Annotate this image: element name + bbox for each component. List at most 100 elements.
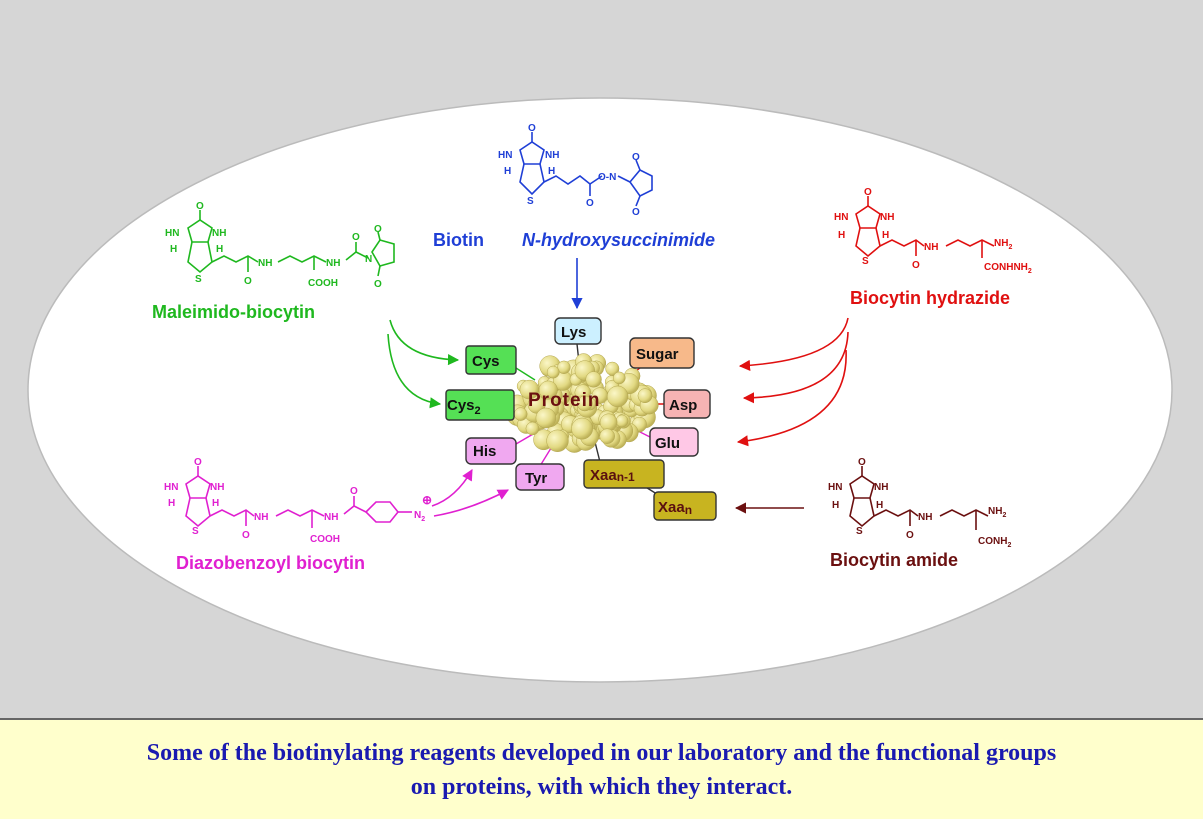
diazo-o-benzoyl: O <box>350 486 358 497</box>
protein-bead <box>613 371 626 385</box>
tag-xaan: Xaan <box>653 491 717 521</box>
maleimido-arrow-cys <box>389 319 460 366</box>
protein-bead <box>637 388 653 404</box>
protein-bead <box>576 395 593 412</box>
amide-o-carbonyl: O <box>906 530 914 541</box>
diazo-h-left: H <box>168 498 175 509</box>
tag-his: His <box>465 437 517 465</box>
caption-panel: Some of the biotinylating reagents devel… <box>0 718 1203 819</box>
tag-cys: Cys <box>465 345 517 375</box>
protein-bead <box>513 407 528 421</box>
hydrazide-conhnh2: CONHNH2 <box>984 262 1032 275</box>
protein-bead <box>525 421 540 436</box>
biotin-nhs-nh: NH <box>545 150 559 161</box>
diazo-nh-amide: NH <box>254 512 268 523</box>
svg-text:Sugar: Sugar <box>636 346 679 363</box>
maleimido-o-amide: O <box>352 232 360 243</box>
hydrazide-label: Biocytin hydrazide <box>850 288 1010 308</box>
hydrazide-arrow-asp <box>742 331 849 404</box>
protein-bead <box>546 429 569 452</box>
protein-bead <box>546 365 560 379</box>
diazo-o-top: O <box>194 457 202 468</box>
biotin-nhs-o-ring-bottom: O <box>632 207 640 218</box>
svg-text:His: His <box>473 443 496 460</box>
hydrazide-h-left: H <box>838 230 845 241</box>
maleimido-o-ring-bottom: O <box>374 279 382 290</box>
svg-text:Xaan: Xaan <box>658 499 692 517</box>
maleimido-o-top: O <box>196 201 204 212</box>
diazo-arrow-his <box>431 469 473 507</box>
biotin-nhs-structure <box>519 132 653 207</box>
hydrazide-nh-amide: NH <box>924 242 938 253</box>
protein-bead <box>519 379 540 400</box>
biotin-nhs-hn: HN <box>498 150 512 161</box>
hydrazide-arrow-glu <box>736 349 847 447</box>
diazo-arrow-tyr <box>433 489 509 517</box>
hydrazide-arrow-sugar <box>738 317 849 371</box>
tag-sugar: Sugar <box>629 337 695 369</box>
diazo-structure <box>185 466 412 528</box>
maleimido-h-right: H <box>216 244 223 255</box>
diazo-h-right: H <box>212 498 219 509</box>
protein-blob <box>506 353 659 453</box>
amide-label: Biocytin amide <box>830 550 958 570</box>
amide-h-right: H <box>876 500 883 511</box>
biotin-nhs-oxn: O-N <box>598 172 616 183</box>
diazo-n2: N2 <box>414 510 425 523</box>
hydrazide-s: S <box>862 256 869 267</box>
amide-hn: HN <box>828 482 842 493</box>
diazo-nh-2: NH <box>324 512 338 523</box>
maleimido-cooh: COOH <box>308 278 338 289</box>
maleimido-hn: HN <box>165 228 179 239</box>
maleimido-h-left: H <box>170 244 177 255</box>
hydrazide-structure <box>855 196 995 258</box>
maleimido-arrow-cys2 <box>387 333 442 409</box>
hydrazide-nh: NH <box>880 212 894 223</box>
tag-glu: Glu <box>649 427 699 457</box>
maleimido-nh: NH <box>212 228 226 239</box>
svg-text:Glu: Glu <box>655 435 680 452</box>
svg-text:Xaan-1: Xaan-1 <box>590 467 635 484</box>
diazo-label: Diazobenzoyl biocytin <box>176 553 365 573</box>
caption-line-1: Some of the biotinylating reagents devel… <box>146 739 1057 766</box>
hydrazide-o-top: O <box>864 187 872 198</box>
svg-text:Cys: Cys <box>472 353 500 370</box>
biotin-label: Biotin <box>433 230 484 250</box>
amide-nh2: NH2 <box>988 506 1006 519</box>
diazo-cooh: COOH <box>310 534 340 545</box>
hydrazide-h-right: H <box>882 230 889 241</box>
amide-s: S <box>856 526 863 537</box>
biotin-nhs-s: S <box>527 196 534 207</box>
maleimido-o-ring-top: O <box>374 224 382 235</box>
maleimido-nh-amide: NH <box>258 258 272 269</box>
amide-h-left: H <box>832 500 839 511</box>
hydrazide-hn: HN <box>834 212 848 223</box>
nhs-label: N-hydroxysuccinimide <box>522 230 715 250</box>
maleimido-structure <box>187 210 395 277</box>
protein-bead <box>606 385 629 408</box>
tag-tyr: Tyr <box>515 463 565 491</box>
hydrazide-o-carbonyl: O <box>912 260 920 271</box>
amide-nh-amide: NH <box>918 512 932 523</box>
amide-conh2: CONH2 <box>978 536 1011 549</box>
svg-text:Tyr: Tyr <box>525 470 547 487</box>
maleimido-o-carbonyl: O <box>244 276 252 287</box>
biotin-nhs-o-carbonyl: O <box>586 198 594 209</box>
diazo-o-carbonyl: O <box>242 530 250 541</box>
hydrazide-nh2: NH2 <box>994 238 1012 251</box>
amide-o-top: O <box>858 457 866 468</box>
biotin-nhs-o-top: O <box>528 123 536 134</box>
tag-cys2: Cys2 <box>445 389 515 421</box>
tag-lys: Lys <box>554 317 602 345</box>
diazo-hn: HN <box>164 482 178 493</box>
svg-text:Lys: Lys <box>561 324 586 341</box>
tag-xaan-1: Xaan-1 <box>583 459 665 489</box>
maleimido-s: S <box>195 274 202 285</box>
protein-bead <box>599 413 618 432</box>
protein-bead <box>585 371 602 388</box>
amide-nh: NH <box>874 482 888 493</box>
protein-bead <box>571 417 593 440</box>
maleimido-n: N <box>365 254 372 265</box>
protein-bead <box>599 428 615 444</box>
